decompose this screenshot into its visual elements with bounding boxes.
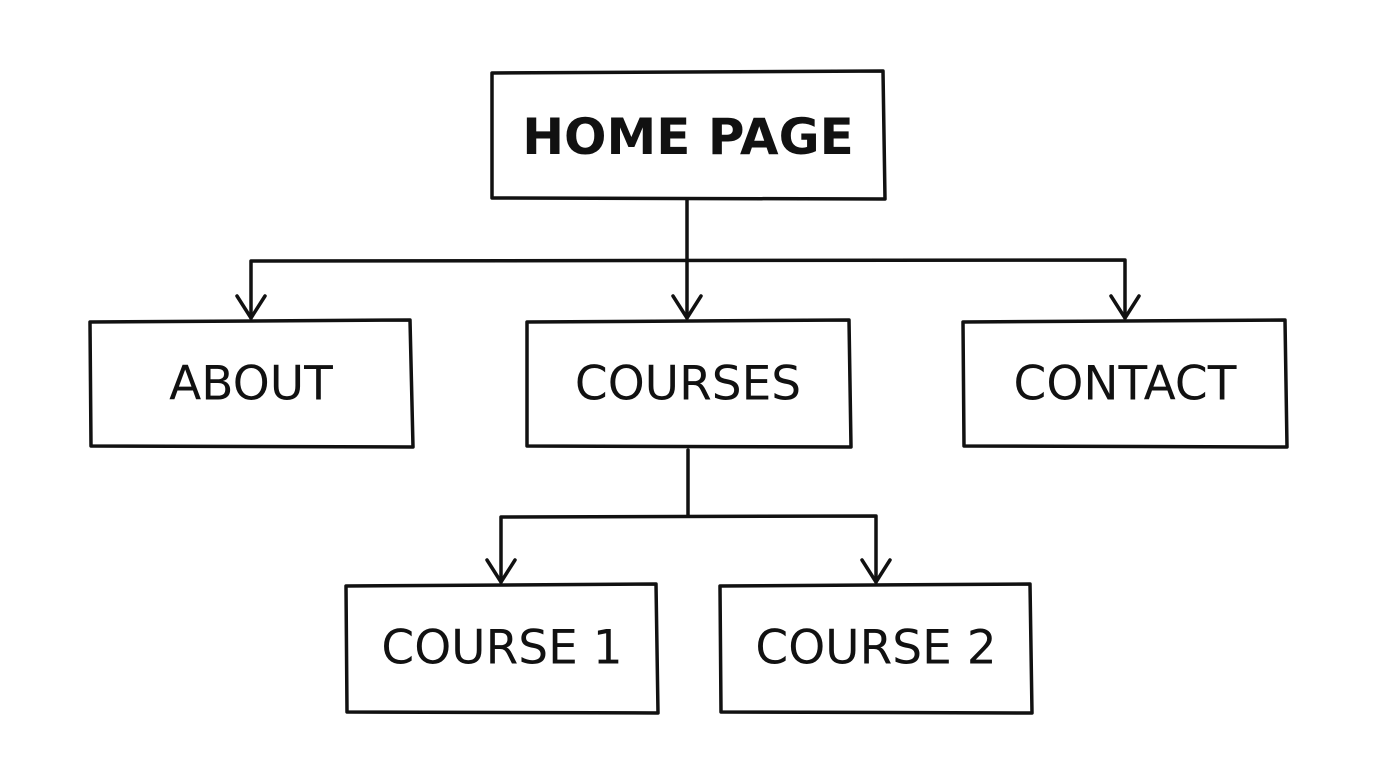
arrowhead-courses bbox=[671, 294, 703, 320]
node-contact[interactable]: CONTACT bbox=[961, 318, 1289, 449]
connector-home-bus bbox=[249, 258, 1127, 320]
node-course-2[interactable]: COURSE 2 bbox=[718, 582, 1034, 715]
node-label-contact: CONTACT bbox=[1014, 357, 1237, 412]
node-label-course-1: COURSE 1 bbox=[381, 621, 622, 676]
node-box-about bbox=[88, 318, 415, 449]
node-box-contact bbox=[961, 318, 1289, 449]
arrowhead-course-2 bbox=[860, 558, 892, 584]
node-box-courses bbox=[525, 318, 853, 449]
connectors-courses-to-children bbox=[485, 448, 892, 584]
node-course-1[interactable]: COURSE 1 bbox=[344, 582, 660, 715]
node-label-courses: COURSES bbox=[575, 357, 801, 412]
arrowhead-about bbox=[235, 294, 267, 320]
connectors-home-to-sections bbox=[235, 197, 1141, 320]
node-label-about: ABOUT bbox=[169, 357, 333, 412]
node-box-home-page bbox=[490, 69, 887, 201]
node-label-course-2: COURSE 2 bbox=[755, 621, 996, 676]
node-courses[interactable]: COURSES bbox=[525, 318, 853, 449]
node-box-course-1 bbox=[344, 582, 660, 715]
node-label-home-page: HOME PAGE bbox=[522, 108, 854, 166]
node-home-page[interactable]: HOME PAGE bbox=[490, 69, 887, 201]
node-box-course-2 bbox=[718, 582, 1034, 715]
arrowhead-course-1 bbox=[485, 558, 517, 584]
node-about[interactable]: ABOUT bbox=[88, 318, 415, 449]
connector-courses-bus bbox=[499, 514, 878, 584]
arrowhead-contact bbox=[1109, 294, 1141, 320]
